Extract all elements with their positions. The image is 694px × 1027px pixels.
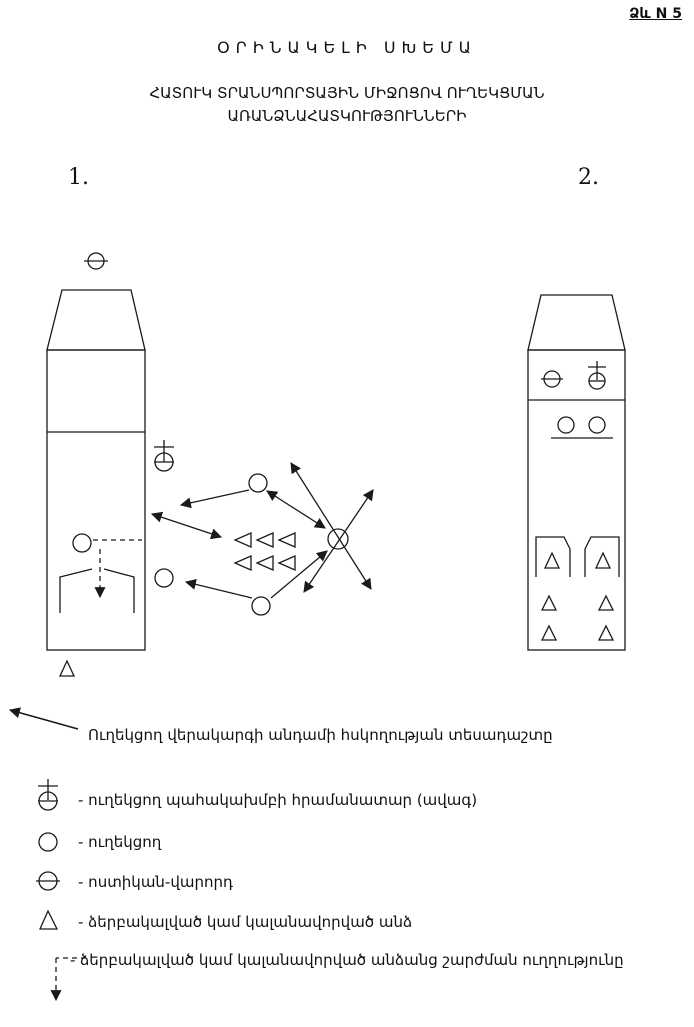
- legend-item-driver: - ոստիկան-վարորդ: [78, 873, 233, 891]
- detainee-icon: [255, 532, 274, 548]
- seat-cell-left: [535, 536, 571, 577]
- police-driver-icon: [84, 252, 108, 270]
- detainee-group: [233, 532, 296, 571]
- form-number: Ձև N 5: [629, 6, 682, 22]
- movement-direction-icon: [50, 957, 86, 1002]
- legend-item-detainee: - ձերբակալված կամ կալանավորված անձ: [78, 913, 413, 931]
- legend-item-commander: - ուղեկցող պահակախմբի հրամանատար (ավագ): [78, 791, 478, 809]
- rear-door-left: [59, 568, 93, 613]
- figure2-vehicle: [527, 294, 626, 651]
- legend-symbols: [8, 707, 86, 1002]
- detainee-icon: [277, 555, 296, 571]
- escort-commander-icon: [154, 440, 174, 472]
- view-field-arrow: [150, 511, 223, 540]
- vehicle-body: [527, 349, 626, 651]
- escort-commander-icon: [588, 361, 606, 390]
- figure1-label: 1.: [68, 165, 89, 190]
- vehicle-body: [46, 349, 146, 651]
- page-subtitle-line1: ՀԱՏՈՒԿ ՏՐԱՆՍՊՈՐՏԱՅԻՆ ՄԻՋՈՑՈՎ ՈՒՂԵԿՑՄԱՆ: [149, 84, 545, 102]
- police-driver-icon: [541, 370, 563, 388]
- detainee-icon: [38, 909, 59, 930]
- escort-icon: [248, 473, 268, 493]
- legend-item-escort: - ուղեկցող: [78, 833, 162, 851]
- rear-door-right: [103, 568, 135, 613]
- figure1-vehicle: [46, 252, 174, 677]
- escort-icon: [588, 416, 606, 434]
- escort-commander-icon: [38, 779, 58, 811]
- vehicle-cab: [46, 289, 146, 351]
- detainee-icon: [233, 555, 252, 571]
- figure2-label: 2.: [578, 165, 599, 190]
- view-field-arrow: [179, 489, 250, 509]
- view-field-arrow-icon: [8, 707, 79, 730]
- seat-cell-right: [584, 536, 620, 577]
- legend-item-view-field: Ուղեկցող վերակարգի անդամի հսկողության տե…: [88, 726, 553, 744]
- view-field-arrow: [266, 490, 326, 529]
- escort-icon: [557, 416, 575, 434]
- legend-item-movement: - ձերբակալված կամ կալանավորված անձանց շա…: [70, 951, 624, 969]
- detainee-icon: [597, 624, 615, 641]
- detainee-icon: [540, 594, 558, 611]
- escort-icon: [251, 596, 271, 616]
- view-field-arrow: [290, 462, 372, 590]
- detainee-icon: [597, 594, 615, 611]
- detainee-icon: [277, 532, 296, 548]
- detainee-icon: [58, 659, 76, 677]
- escort-icon: [327, 528, 349, 550]
- view-field-arrow: [270, 550, 328, 599]
- police-driver-icon: [36, 871, 60, 891]
- vehicle-cab: [527, 294, 626, 351]
- detainee-icon: [543, 551, 561, 569]
- view-field-arrow: [184, 578, 253, 599]
- page-title: ՕՐԻՆԱԿԵԼԻ ՍԽԵՄԱ: [217, 38, 477, 57]
- escort-icon: [154, 568, 174, 588]
- page-subtitle-line2: ԱՌԱՆՁՆԱՀԱՏԿՈՒԹՅՈՒՆՆԵՐԻ: [227, 107, 467, 125]
- escort-icon: [72, 533, 92, 553]
- detainee-icon: [594, 551, 612, 569]
- view-field-arrow: [303, 489, 374, 593]
- detainee-icon: [255, 555, 274, 571]
- detainee-icon: [540, 624, 558, 641]
- movement-direction-dashed: [93, 539, 142, 599]
- escort-icon: [38, 832, 58, 852]
- detainee-icon: [233, 532, 252, 548]
- figure1-escort-positions: [150, 462, 374, 616]
